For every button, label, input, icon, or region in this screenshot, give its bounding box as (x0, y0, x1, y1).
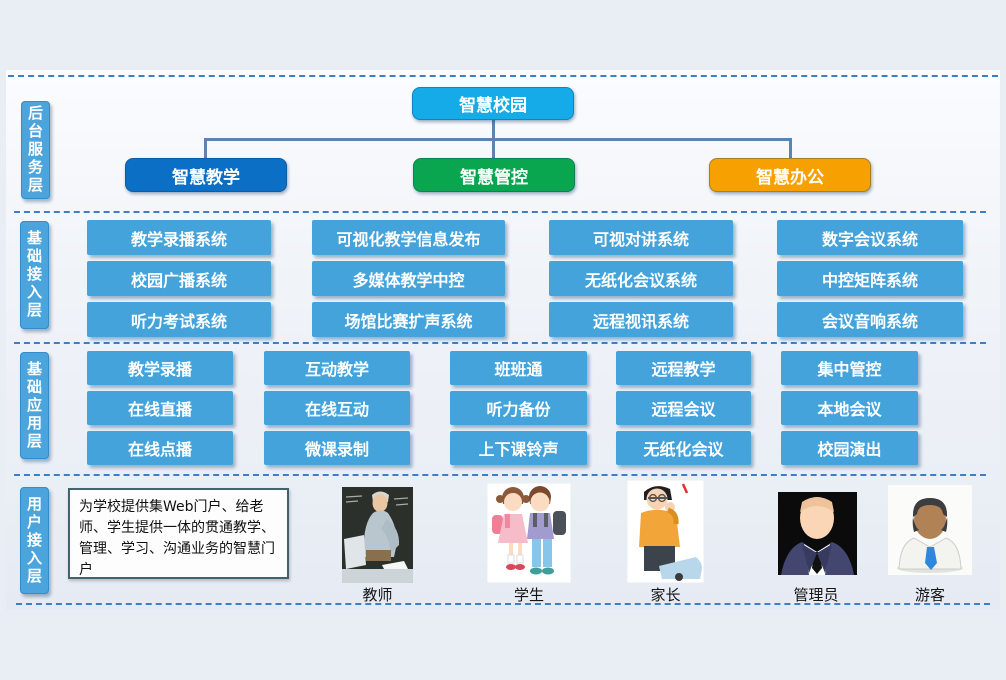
layer-separator-line (14, 474, 986, 476)
node-smart-office: 智慧办公 (709, 158, 871, 192)
access-column-4: 数字会议系统 中控矩阵系统 会议音响系统 (777, 220, 963, 337)
app-function-box: 远程教学 (616, 351, 751, 385)
access-system-box: 会议音响系统 (777, 302, 963, 337)
access-system-box: 可视对讲系统 (549, 220, 733, 255)
layer-label-text: 基础接入层 (25, 230, 43, 320)
access-system-box: 数字会议系统 (777, 220, 963, 255)
admin-figure-icon (778, 492, 857, 579)
app-function-box: 微课录制 (264, 431, 410, 465)
user-caption-parent: 家长 (650, 586, 681, 604)
layer-separator-line (14, 342, 986, 344)
layer-label-text: 后台服务层 (26, 105, 44, 195)
portal-description-box: 为学校提供集Web门户、给老师、学生提供一体的贯通教学、管理、学习、沟通业务的智… (68, 488, 289, 579)
layer-label-basic-application: 基础应用层 (20, 352, 49, 459)
application-column-2: 互动教学 在线互动 微课录制 (264, 351, 410, 465)
app-function-box: 在线点播 (87, 431, 233, 465)
app-function-box: 本地会议 (781, 391, 918, 425)
layer-separator-line (16, 603, 990, 605)
app-function-box: 上下课铃声 (450, 431, 587, 465)
layer-label-text: 用户接入层 (25, 495, 43, 586)
app-function-box: 班班通 (450, 351, 587, 385)
layer-label-basic-access: 基础接入层 (20, 221, 49, 329)
app-function-box: 听力备份 (450, 391, 587, 425)
access-system-box: 可视化教学信息发布 (312, 220, 505, 255)
access-system-box: 远程视讯系统 (549, 302, 733, 337)
app-function-box: 校园演出 (781, 431, 918, 465)
layer-separator-line (14, 211, 986, 213)
node-label: 智慧管控 (460, 167, 528, 188)
access-system-box: 无纸化会议系统 (549, 261, 733, 296)
app-function-box: 在线互动 (264, 391, 410, 425)
visitor-figure-icon (888, 485, 972, 579)
application-column-4: 远程教学 远程会议 无纸化会议 (616, 351, 751, 465)
access-column-2: 可视化教学信息发布 多媒体教学中控 场馆比赛扩声系统 (312, 220, 505, 337)
parent-figure-icon (626, 479, 705, 587)
user-caption-admin: 管理员 (793, 586, 839, 604)
node-label: 智慧教学 (172, 167, 240, 188)
connector-horizontal (204, 138, 792, 141)
access-column-1: 教学录播系统 校园广播系统 听力考试系统 (87, 220, 271, 337)
access-system-box: 听力考试系统 (87, 302, 271, 337)
access-system-box: 教学录播系统 (87, 220, 271, 255)
teacher-figure-icon (342, 487, 413, 587)
user-caption-visitor: 游客 (914, 586, 945, 604)
access-system-box: 中控矩阵系统 (777, 261, 963, 296)
application-column-3: 班班通 听力备份 上下课铃声 (450, 351, 587, 465)
app-function-box: 无纸化会议 (616, 431, 751, 465)
layer-separator-line (8, 75, 998, 77)
app-function-box: 在线直播 (87, 391, 233, 425)
students-figure-icon (486, 482, 572, 587)
app-function-box: 互动教学 (264, 351, 410, 385)
node-label: 智慧办公 (756, 167, 824, 188)
user-caption-student: 学生 (513, 586, 544, 604)
access-system-box: 校园广播系统 (87, 261, 271, 296)
application-column-1: 教学录播 在线直播 在线点播 (87, 351, 233, 465)
application-column-5: 集中管控 本地会议 校园演出 (781, 351, 918, 465)
access-system-box: 多媒体教学中控 (312, 261, 505, 296)
access-column-3: 可视对讲系统 无纸化会议系统 远程视讯系统 (549, 220, 733, 337)
user-caption-teacher: 教师 (362, 586, 393, 604)
root-node-smart-campus: 智慧校园 (412, 87, 574, 120)
layer-label-user-access: 用户接入层 (20, 487, 49, 594)
node-smart-control: 智慧管控 (413, 158, 575, 192)
app-function-box: 教学录播 (87, 351, 233, 385)
node-smart-teaching: 智慧教学 (125, 158, 287, 192)
layer-label-backend-service: 后台服务层 (21, 101, 50, 199)
app-function-box: 远程会议 (616, 391, 751, 425)
connector-right-drop (789, 140, 792, 159)
access-system-box: 场馆比赛扩声系统 (312, 302, 505, 337)
node-label: 智慧校园 (459, 96, 527, 116)
app-function-box: 集中管控 (781, 351, 918, 385)
connector-left-drop (204, 140, 207, 159)
layer-label-text: 基础应用层 (25, 360, 43, 451)
